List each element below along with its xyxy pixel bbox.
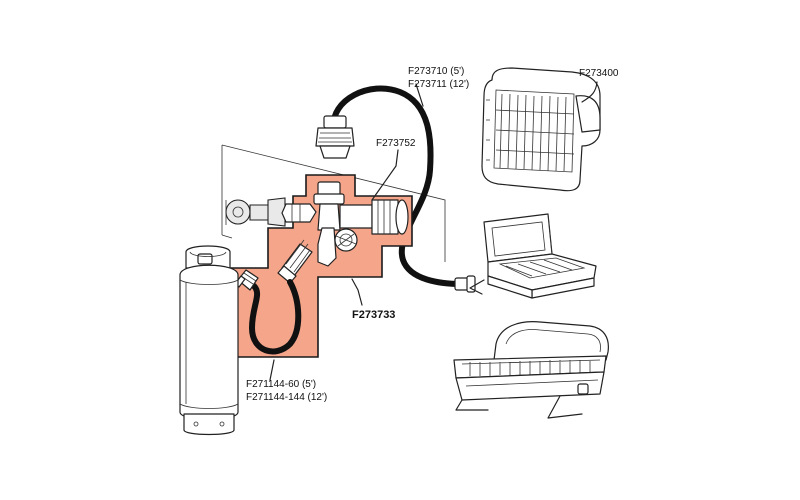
propane-tank — [179, 245, 239, 436]
leader-lines — [269, 81, 598, 381]
part-labels: F273710 (5') F273711 (12') F273400 F2737… — [246, 66, 619, 403]
label-main-hose-5ft: F273710 (5') — [408, 66, 464, 77]
main-hose — [315, 85, 476, 293]
portable-heater — [481, 67, 601, 192]
label-tank-hose-5ft: F271144-60 (5') — [246, 379, 316, 390]
label-tank-hose-12ft: F271144-144 (12') — [246, 392, 327, 403]
wall-panel — [221, 144, 446, 262]
label-heater: F273400 — [579, 68, 619, 79]
regulator-fittings — [225, 197, 286, 227]
label-adapter-kit: F273733 — [352, 309, 395, 321]
label-main-hose-12ft: F273711 (12') — [408, 79, 469, 90]
camp-stove — [469, 213, 597, 299]
portable-grill — [453, 321, 609, 419]
label-tee-fitting: F273752 — [376, 138, 416, 149]
adapter-kit-highlight — [229, 174, 413, 358]
